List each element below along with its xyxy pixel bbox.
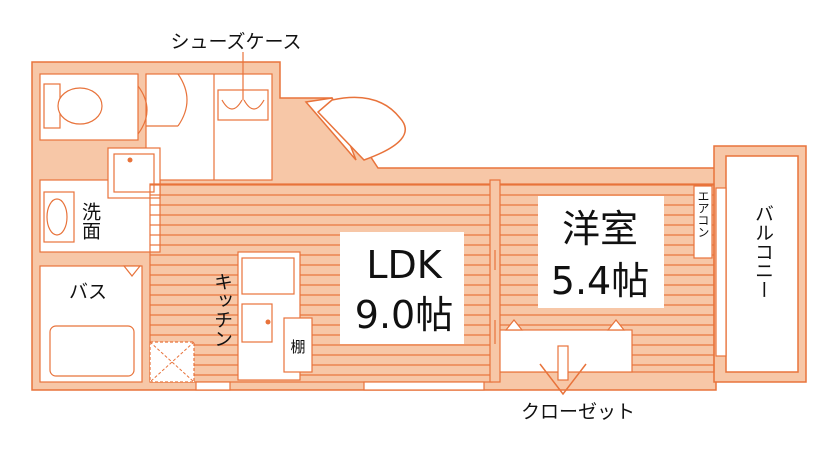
washroom-label: 洗面 [79, 202, 101, 240]
ldk-size-label: 9.0帖 [355, 293, 453, 337]
front-door-swing [304, 96, 406, 161]
bathtub-icon [49, 325, 135, 377]
toilet-icon [43, 83, 103, 129]
wash-basin-icon [43, 191, 75, 243]
refrigerator-space [149, 341, 195, 383]
shoe-case-label: シューズケース [170, 31, 301, 53]
western-room-size-label: 5.4帖 [551, 259, 649, 303]
windows [195, 187, 727, 391]
aircon-box [693, 185, 713, 259]
closet-label: クローゼット [521, 401, 635, 423]
partition-wall [489, 179, 501, 383]
balcony-area [725, 155, 799, 373]
balcony-label: バルコニー [752, 204, 774, 299]
shelf-box [283, 317, 313, 373]
bath-label: バス [69, 281, 107, 303]
kitchen-label: キッチン [211, 272, 233, 348]
ldk-name-label: LDK [366, 243, 442, 287]
western-room-name-label: 洋室 [562, 207, 638, 251]
aircon-label: エアコン [696, 190, 710, 238]
closet-arrow-icon [539, 345, 587, 396]
shelf-label: 棚 [290, 338, 305, 356]
